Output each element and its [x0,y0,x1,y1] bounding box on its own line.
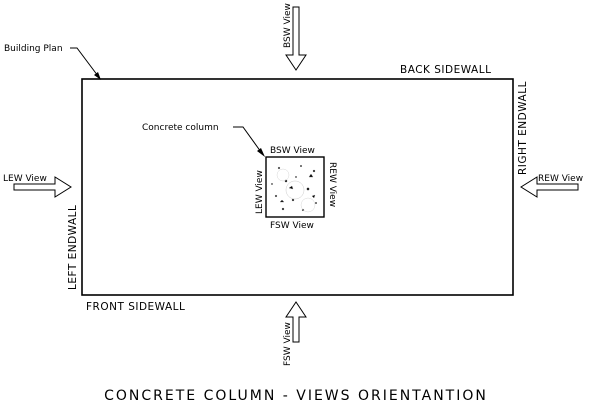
lew-view-column-label: LEW View [255,170,265,214]
concrete-hatch [271,164,318,213]
building-plan-leader [70,47,99,77]
fsw-view-column-label: FSW View [270,221,314,231]
bsw-view-column-label: BSW View [270,146,315,156]
building-plan-outline [81,78,514,296]
rew-view-column-label: REW View [327,162,337,207]
fsw-view-arrow-label: FSW View [283,322,293,366]
diagram-title: CONCRETE COLUMN - VIEWS ORIENTANTION [104,388,488,404]
concrete-column-label: Concrete column [142,123,219,133]
back-sidewall-label: BACK SIDEWALL [400,64,491,76]
right-endwall-label: RIGHT ENDWALL [517,81,529,175]
building-plan-label: Building Plan [4,44,63,54]
rew-view-arrow-label: REW View [538,174,583,184]
rew-view-arrow [520,176,579,198]
fsw-view-arrow [285,301,307,343]
left-endwall-label: LEFT ENDWALL [67,205,79,290]
concrete-column [265,156,325,218]
front-sidewall-label: FRONT SIDEWALL [86,301,185,313]
building-plan-leader-arrowhead [94,72,101,80]
concrete-column-leader [233,126,262,153]
lew-view-arrow-label: LEW View [3,174,47,184]
lew-view-arrow [13,176,72,198]
concrete-column-leader-arrowhead [257,148,265,157]
bsw-view-arrow [285,6,307,71]
bsw-view-arrow-label: BSW View [283,3,293,48]
